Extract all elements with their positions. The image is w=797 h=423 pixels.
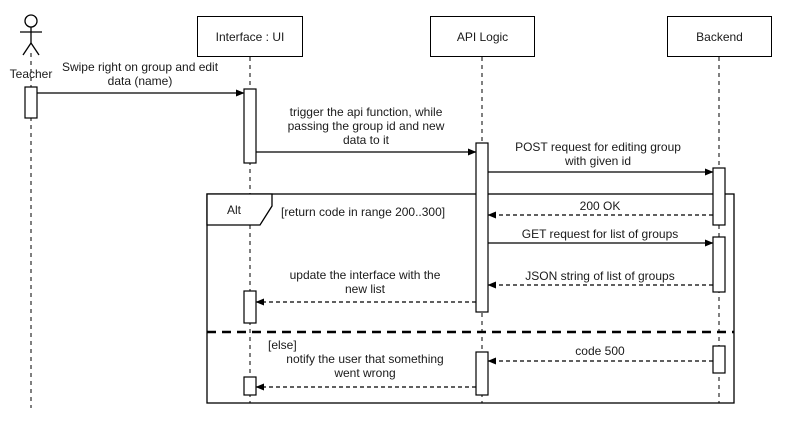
- activation-bar-api-1: [475, 142, 489, 313]
- message-label-notify-user: notify the user that something went wron…: [286, 352, 444, 380]
- alt-guard-primary: [return code in range 200..300]: [281, 205, 446, 219]
- activation-bar-api-2: [475, 351, 489, 396]
- activation-bar-backend-2: [712, 236, 726, 293]
- alt-guard-else: [else]: [268, 338, 297, 352]
- lifeline-head-backend: Backend: [667, 16, 772, 57]
- actor-label: Teacher: [9, 67, 53, 81]
- message-label-200-ok: 200 OK: [579, 199, 621, 213]
- activation-bar-backend-3: [712, 345, 726, 374]
- activation-bar-ui-2: [243, 290, 257, 324]
- lifeline-label-interface-ui: Interface : UI: [215, 29, 285, 44]
- message-label-trigger-api: trigger the api function, while passing …: [287, 105, 445, 147]
- alt-frame-label-pentagon: [206, 193, 273, 226]
- actor-figure-icon: [20, 14, 42, 56]
- message-label-swipe-right: Swipe right on group and edit data (name…: [61, 60, 219, 88]
- alt-frame: [206, 193, 735, 404]
- lifeline-head-interface-ui: Interface : UI: [197, 16, 303, 57]
- activation-bar-ui-3: [243, 376, 257, 396]
- message-label-post-request: POST request for editing group with give…: [515, 140, 681, 168]
- message-label-get-request: GET request for list of groups: [521, 227, 679, 241]
- activation-bar-ui-1: [243, 88, 257, 164]
- activation-bar-teacher: [24, 86, 38, 119]
- lifeline-head-api-logic: API Logic: [430, 16, 535, 57]
- message-label-json-string: JSON string of list of groups: [525, 269, 675, 283]
- activation-bar-backend-1: [712, 167, 726, 226]
- lifeline-label-api-logic: API Logic: [456, 29, 509, 44]
- alt-operator-label: Alt: [226, 203, 241, 217]
- message-label-update-interface: update the interface with the new list: [289, 268, 441, 296]
- message-label-code-500: code 500: [575, 344, 625, 358]
- lifeline-label-backend: Backend: [696, 29, 743, 44]
